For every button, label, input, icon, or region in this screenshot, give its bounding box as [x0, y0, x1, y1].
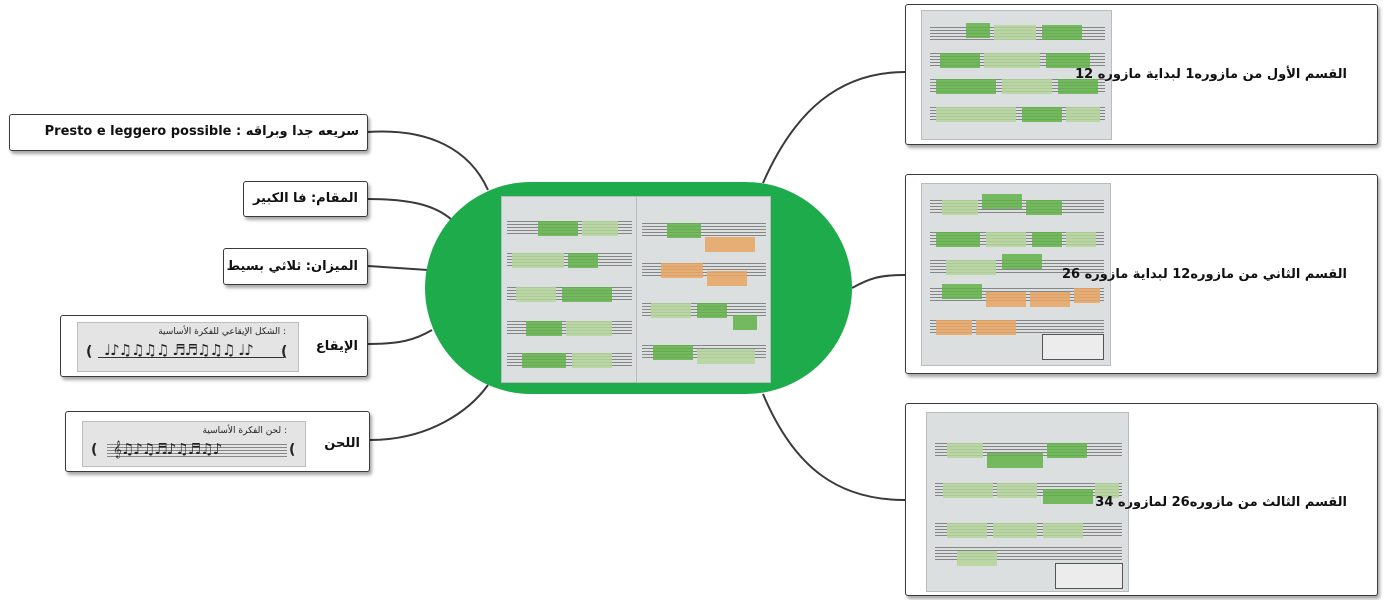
melody-node[interactable]: : لحن الفكرة الأساسية ( ( 𝄞♫♪♫♬♪♫♬♫♪ الل…	[65, 411, 370, 472]
rhythm-label: الإيقاع	[315, 339, 358, 354]
tempo-node[interactable]: سريعه جدا وبراقه : Presto e leggero poss…	[9, 114, 368, 151]
section1-text: القسم الأول من مازوره1 لبداية مازوره 12	[1075, 67, 1347, 82]
key-text: المقام: فا الكبير	[252, 191, 358, 206]
section1-node[interactable]: القسم الأول من مازوره1 لبداية مازوره 12	[905, 4, 1378, 145]
score-image-left-page	[501, 196, 637, 383]
section3-score-image	[926, 412, 1129, 592]
score-image-right-page	[636, 196, 771, 383]
section1-score-image	[921, 10, 1112, 140]
section2-text: القسم الثاني من مازوره12 لبداية مازوره 2…	[1062, 267, 1347, 282]
central-topic-node[interactable]	[425, 182, 852, 394]
meter-text: الميزان: ثلاثي بسيط	[226, 259, 358, 274]
melody-image-caption: : لحن الفكرة الأساسية	[202, 426, 287, 436]
melody-label: اللحن	[324, 436, 360, 451]
tempo-text: سريعه جدا وبراقه : Presto e leggero poss…	[44, 124, 359, 139]
meter-node[interactable]: الميزان: ثلاثي بسيط	[223, 248, 368, 285]
melody-notation-image: : لحن الفكرة الأساسية ( ( 𝄞♫♪♫♬♪♫♬♫♪	[82, 421, 306, 467]
rhythm-image-caption: : الشكل الإيقاعي للفكرة الأساسية	[158, 327, 286, 337]
section2-node[interactable]: القسم الثاني من مازوره12 لبداية مازوره 2…	[905, 174, 1378, 374]
melody-notes: 𝄞♫♪♫♬♪♫♬♫♪	[113, 440, 222, 458]
rhythm-notes: ♩♪♫♫♫♫ ♬♬♫♫♫ ♩♪	[104, 341, 254, 359]
section2-score-image	[921, 183, 1111, 366]
key-node[interactable]: المقام: فا الكبير	[243, 181, 368, 217]
rhythm-notation-image: : الشكل الإيقاعي للفكرة الأساسية ( ( ♩♪♫…	[77, 322, 299, 372]
section3-node[interactable]: القسم الثالث من مازوره26 لمازوره 34	[905, 403, 1378, 596]
section3-text: القسم الثالث من مازوره26 لمازوره 34	[1095, 495, 1347, 510]
rhythm-node[interactable]: : الشكل الإيقاعي للفكرة الأساسية ( ( ♩♪♫…	[60, 315, 368, 377]
